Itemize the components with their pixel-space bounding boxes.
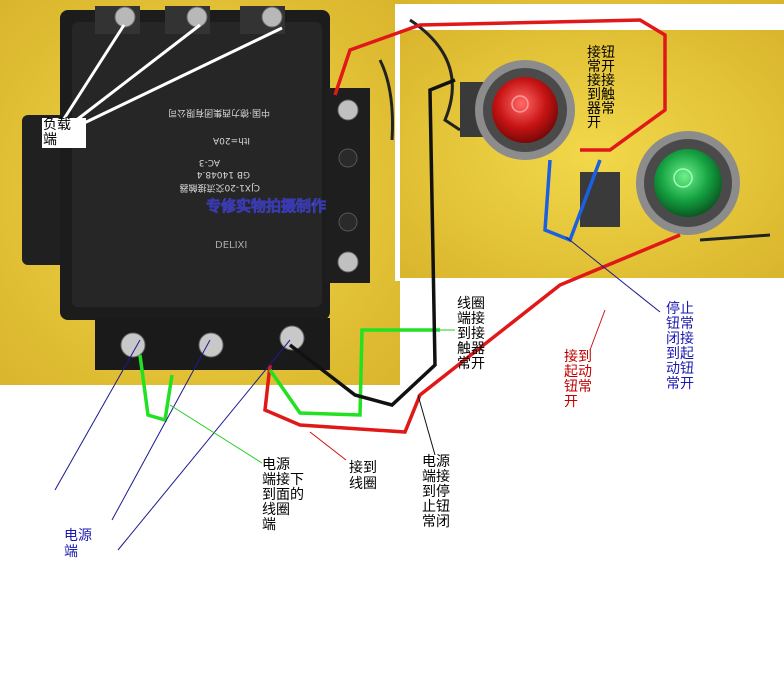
nameplate-maker: 中国·德力西集团有限公司 xyxy=(168,107,270,119)
power-leader-lines xyxy=(54,339,291,551)
contactor: CJX1-20交流接触器 GB 14048.4 AC-3 Ith=20A 中国·… xyxy=(22,6,370,370)
label-power-terminal: 电源 端 xyxy=(64,528,92,560)
label-coil-terminal: 线圈 端接 到接 触器 常开 xyxy=(457,296,485,372)
photo-caption: 专修实物拍摄制作 xyxy=(206,197,326,215)
label-button-no-to-contactor: 接钮 常开 接接 到触 器常 开 xyxy=(587,45,615,131)
nameplate-rating: Ith=20A xyxy=(212,135,250,145)
brand-mark: DELIXI xyxy=(215,240,247,251)
label-power-to-stop-nc: 电源 端接 到停 止钮 常闭 xyxy=(422,454,450,530)
label-to-coil: 接到 线圈 xyxy=(349,460,377,492)
label-stop-nc-to-start-no: 停止 钮常 闭接 到起 动钮 常开 xyxy=(666,301,694,392)
label-to-start-no: 接到 起动 钮常 开 xyxy=(564,349,592,410)
black-leader-line xyxy=(417,394,436,456)
nameplate-model: CJX1-20交流接触器 xyxy=(179,182,260,194)
annotation-black-wire xyxy=(288,78,456,407)
load-leader-lines xyxy=(58,23,283,127)
annotation-red-wire xyxy=(263,18,681,434)
side-aux-terminals xyxy=(325,88,370,283)
label-power-to-coil: 电源 端接下 到面的 线圈 端 xyxy=(262,457,304,533)
red-leader-lines xyxy=(309,309,606,461)
nameplate-standard: GB 14048.4 xyxy=(196,169,250,179)
label-load-terminal: 负载 端 xyxy=(42,118,86,148)
pushbutton-inset xyxy=(378,4,784,281)
blue-leader-line xyxy=(565,236,661,313)
annotation-green-wire xyxy=(138,328,440,423)
bottom-terminal-screws xyxy=(95,318,330,370)
nameplate-ac: AC-3 xyxy=(199,157,220,167)
power-coil-leader xyxy=(169,404,263,464)
annotation-blue-wire xyxy=(543,159,602,243)
top-terminal-screws xyxy=(95,6,285,34)
